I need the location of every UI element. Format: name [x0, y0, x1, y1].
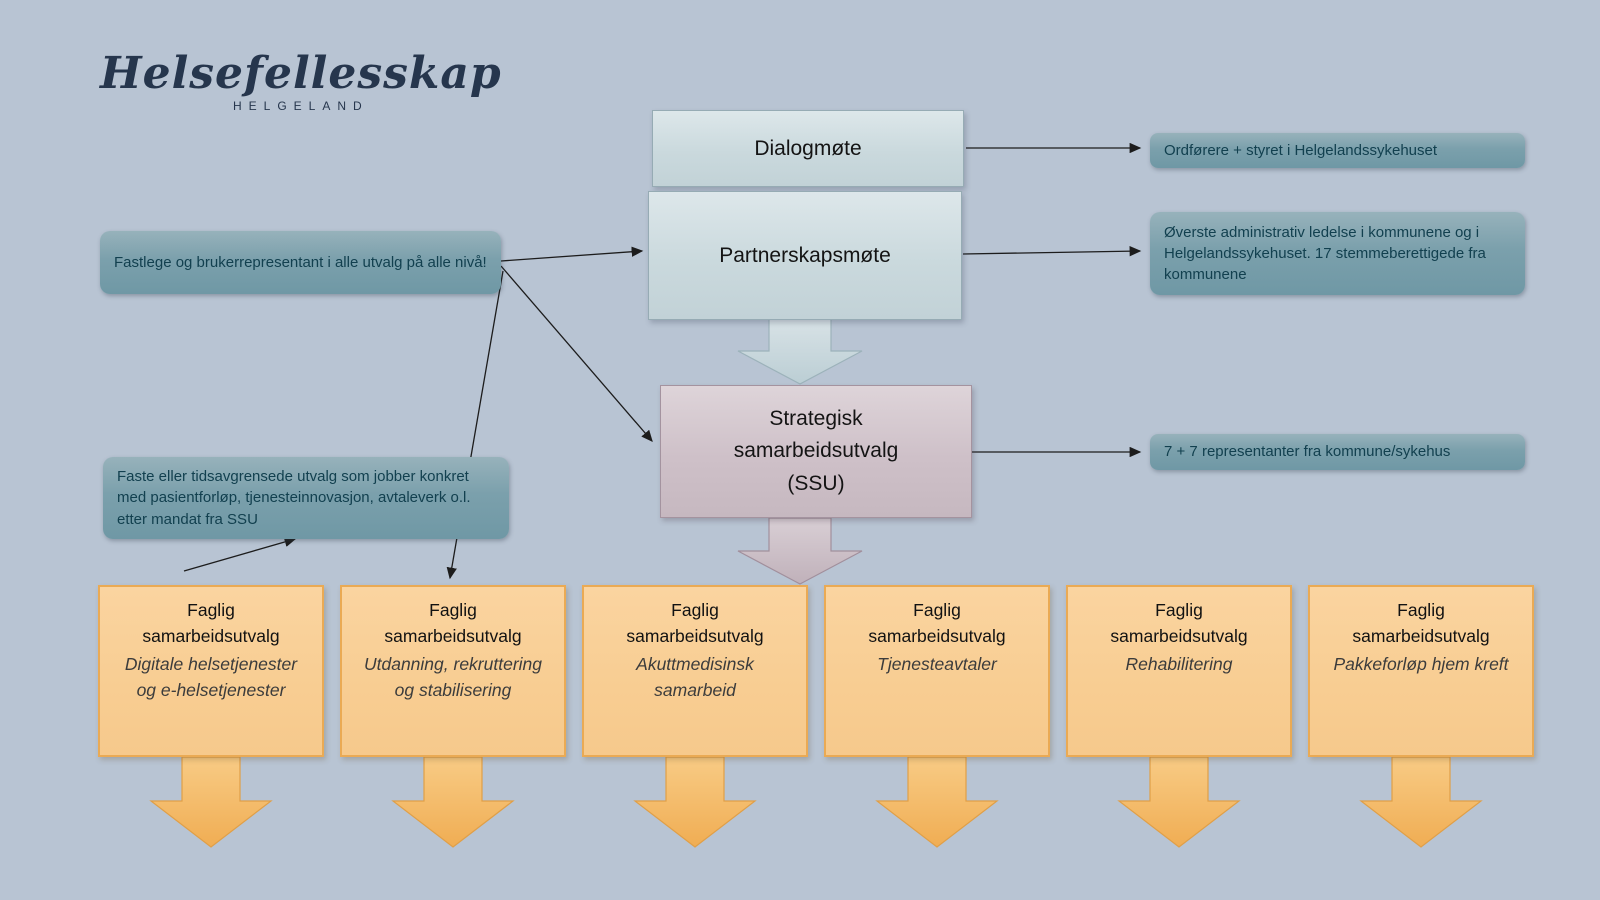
- label-ordforere: Ordførere + styret i Helgelandssykehuset: [1150, 133, 1525, 168]
- faglig-box-rehabilitering: Faglig samarbeidsutvalg Rehabilitering: [1066, 585, 1292, 757]
- faglig-box-digitale: Faglig samarbeidsutvalg Digitale helsetj…: [98, 585, 324, 757]
- faglig-box-title: Faglig samarbeidsutvalg: [868, 600, 1006, 647]
- faglig-box-title: Faglig samarbeidsutvalg: [1352, 600, 1490, 647]
- faglig-box-subtitle: Rehabilitering: [1125, 653, 1233, 674]
- ssu-label: Strategisk samarbeidsutvalg (SSU): [733, 406, 899, 495]
- note-fastlege-text: Fastlege og brukerrepresentant i alle ut…: [114, 253, 487, 271]
- faglig-box-subtitle: Tjenesteavtaler: [877, 653, 997, 674]
- label-adm-ledelse-text: Øverste administrativ ledelse i kommunen…: [1164, 223, 1486, 284]
- faglig-arrow-4-icon: [875, 756, 999, 848]
- logo: Helsefellesskap HELGELAND: [100, 48, 502, 114]
- label-representanter-text: 7 + 7 representanter fra kommune/sykehus: [1164, 443, 1451, 461]
- faglig-box-subtitle: Digitale helsetjenester og e-helsetjenes…: [124, 653, 298, 700]
- faglig-box-pakkeforlop: Faglig samarbeidsutvalg Pakkeforløp hjem…: [1308, 585, 1534, 757]
- label-ordforere-text: Ordførere + styret i Helgelandssykehuset: [1164, 141, 1438, 159]
- connector-partnerskap-to-adm-ledelse: [962, 245, 1142, 257]
- connector-faglig-to-faste-utvalg: [183, 536, 297, 572]
- faglig-box-title: Faglig samarbeidsutvalg: [626, 600, 764, 647]
- faglig-box-title: Faglig samarbeidsutvalg: [1110, 600, 1248, 647]
- connector-fastlege-to-ssu: [500, 265, 653, 442]
- faglig-arrow-6-icon: [1359, 756, 1483, 848]
- faglig-arrow-5-icon: [1117, 756, 1241, 848]
- label-representanter: 7 + 7 representanter fra kommune/sykehus: [1150, 434, 1525, 470]
- note-faste-utvalg: Faste eller tidsavgrensede utvalg som jo…: [103, 457, 509, 539]
- logo-title: Helsefellesskap: [100, 48, 502, 99]
- note-faste-utvalg-text: Faste eller tidsavgrensede utvalg som jo…: [117, 468, 471, 528]
- faglig-box-title: Faglig samarbeidsutvalg: [384, 600, 522, 647]
- ssu-box: Strategisk samarbeidsutvalg (SSU): [660, 385, 972, 518]
- faglig-box-subtitle: Akuttmedisinsk samarbeid: [636, 653, 754, 700]
- faglig-arrow-2-icon: [391, 756, 515, 848]
- faglig-box-subtitle: Pakkeforløp hjem kreft: [1333, 653, 1509, 674]
- connector-fastlege-to-partnerskap: [500, 246, 644, 262]
- note-fastlege: Fastlege og brukerrepresentant i alle ut…: [100, 231, 501, 294]
- partnerskapsmote-box: Partnerskapsmøte: [648, 191, 962, 320]
- faglig-arrow-3-icon: [633, 756, 757, 848]
- faglig-box-tjenesteavtaler: Faglig samarbeidsutvalg Tjenesteavtaler: [824, 585, 1050, 757]
- partnerskapsmote-label: Partnerskapsmøte: [719, 243, 891, 267]
- faglig-box-akuttmedisinsk: Faglig samarbeidsutvalg Akuttmedisinsk s…: [582, 585, 808, 757]
- faglig-box-title: Faglig samarbeidsutvalg: [142, 600, 280, 647]
- label-adm-ledelse: Øverste administrativ ledelse i kommunen…: [1150, 212, 1525, 295]
- dialogmote-box: Dialogmøte: [652, 110, 964, 187]
- dialogmote-label: Dialogmøte: [754, 136, 862, 160]
- block-arrow-partnerskap-to-ssu-icon: [737, 318, 863, 385]
- block-arrow-ssu-to-faglig-icon: [737, 517, 863, 585]
- logo-subtitle: HELGELAND: [233, 99, 369, 113]
- faglig-arrow-1-icon: [149, 756, 273, 848]
- faglig-box-utdanning: Faglig samarbeidsutvalg Utdanning, rekru…: [340, 585, 566, 757]
- faglig-box-subtitle: Utdanning, rekruttering og stabilisering: [363, 653, 543, 700]
